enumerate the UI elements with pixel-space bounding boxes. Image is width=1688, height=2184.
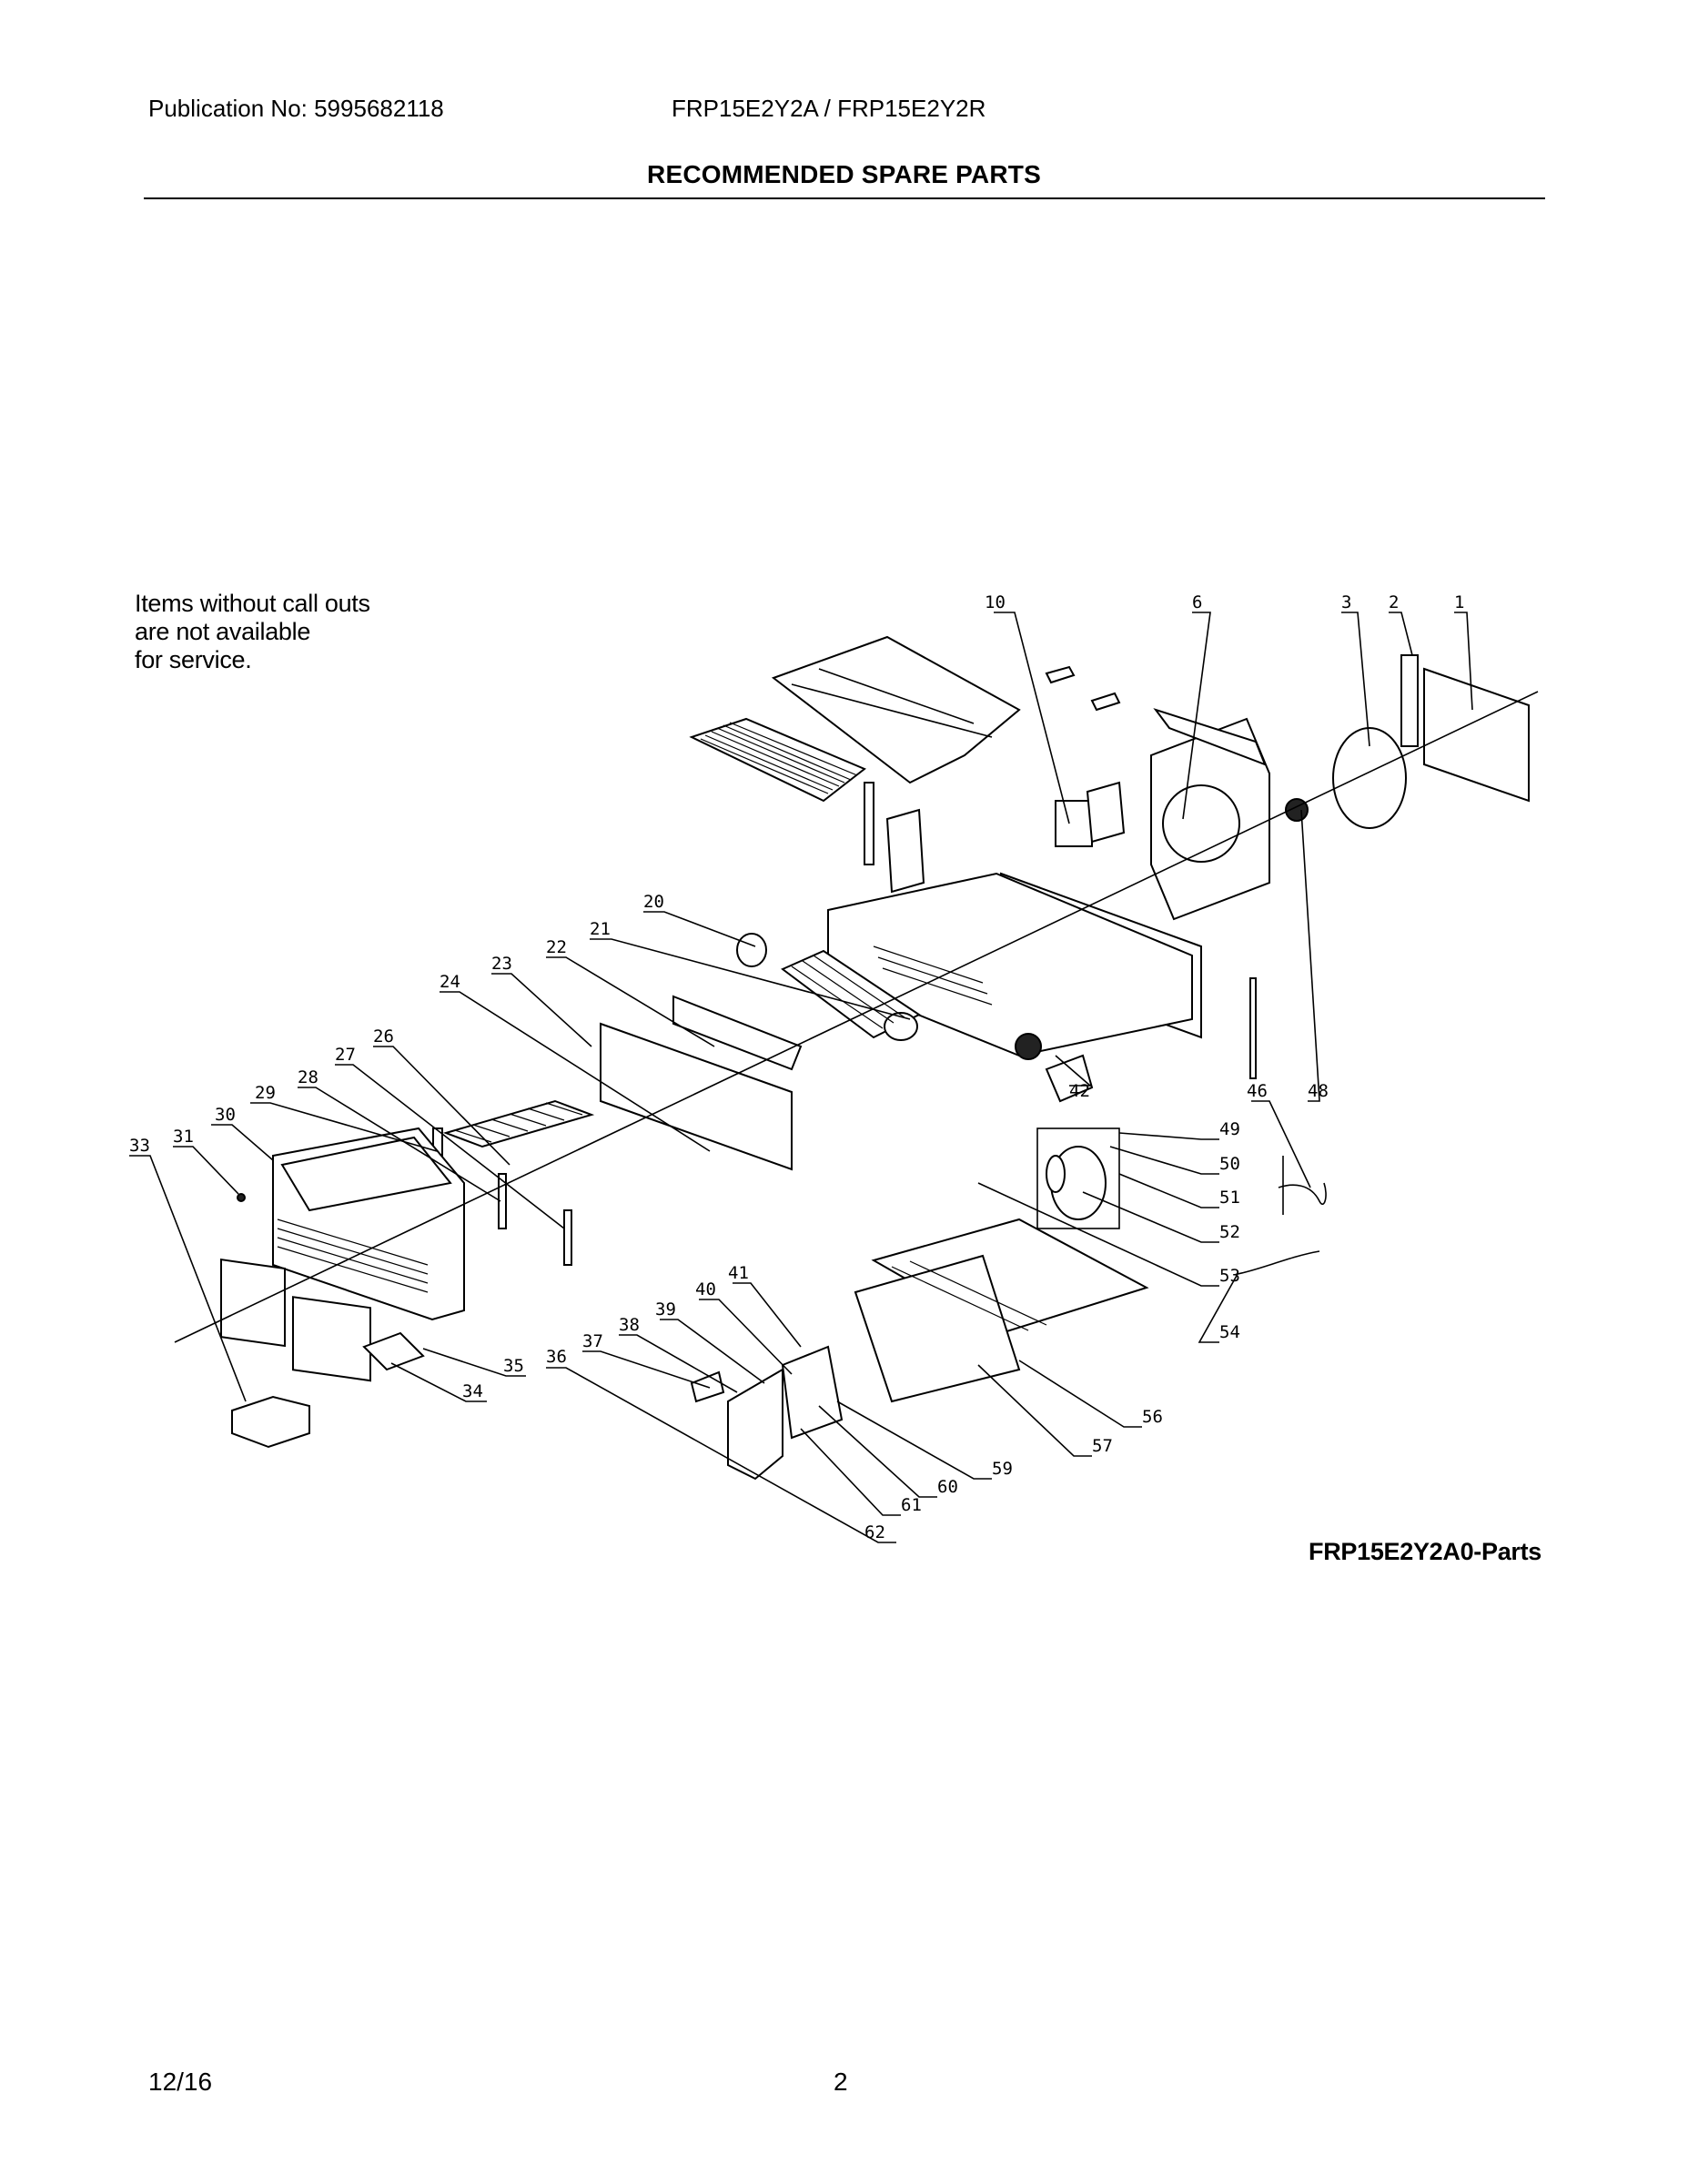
thermostat-tube-part bbox=[1278, 1182, 1327, 1206]
callout-3: 3 bbox=[1341, 592, 1351, 612]
part-drawings bbox=[220, 635, 1530, 1481]
callout-39: 39 bbox=[655, 1299, 676, 1320]
blower-hatch bbox=[791, 955, 905, 1029]
callout-37: 37 bbox=[582, 1331, 603, 1351]
evaporator-support-part bbox=[672, 995, 803, 1071]
control-door-part bbox=[362, 1331, 425, 1371]
base-pan-hatch bbox=[891, 1260, 1047, 1331]
control-box-front-part bbox=[781, 1345, 844, 1440]
small-panel-part bbox=[885, 808, 925, 894]
evaporator-frame-part bbox=[600, 1022, 793, 1171]
callout-54: 54 bbox=[1219, 1322, 1240, 1342]
publication-number: Publication No: 5995682118 bbox=[148, 95, 444, 122]
callout-38: 38 bbox=[619, 1315, 640, 1335]
callout-26: 26 bbox=[373, 1026, 394, 1046]
callout-35: 35 bbox=[503, 1356, 524, 1376]
callout-49: 49 bbox=[1219, 1119, 1240, 1139]
title-divider bbox=[144, 197, 1545, 199]
page-number: 2 bbox=[834, 2068, 848, 2096]
callout-29: 29 bbox=[255, 1083, 276, 1103]
callout-40: 40 bbox=[695, 1279, 716, 1299]
shroud-top-bracket-part bbox=[1153, 708, 1267, 766]
screw-part bbox=[237, 1193, 246, 1202]
callout-36: 36 bbox=[546, 1347, 567, 1367]
refrigerant-tube-part bbox=[1237, 1250, 1320, 1275]
callout-33: 33 bbox=[129, 1136, 150, 1156]
callout-34: 34 bbox=[462, 1381, 483, 1401]
top-cover-part bbox=[771, 635, 1021, 784]
callout-51: 51 bbox=[1219, 1188, 1240, 1208]
callout-42: 42 bbox=[1069, 1081, 1090, 1101]
callout-27: 27 bbox=[335, 1045, 356, 1065]
callout-62: 62 bbox=[864, 1522, 885, 1542]
partition-cover-part bbox=[1086, 781, 1126, 844]
coil-frame-part bbox=[1423, 667, 1530, 803]
control-box-part bbox=[727, 1368, 783, 1481]
callout-53: 53 bbox=[1219, 1266, 1240, 1286]
control-panel-part bbox=[231, 1395, 310, 1449]
scroll-ring-part bbox=[736, 933, 767, 967]
service-note-line-3: for service. bbox=[135, 646, 252, 673]
condenser-fan-part bbox=[1332, 727, 1407, 829]
callout-56: 56 bbox=[1142, 1407, 1163, 1427]
callout-60: 60 bbox=[937, 1477, 958, 1497]
blower-motor-part bbox=[1015, 1033, 1042, 1060]
callout-10: 10 bbox=[985, 592, 1006, 612]
louver-hatch bbox=[700, 722, 858, 794]
air-filter-part bbox=[442, 1099, 595, 1148]
service-note-line-1: Items without call outs bbox=[135, 590, 370, 617]
callout-23: 23 bbox=[491, 954, 512, 974]
shroud-ring-part bbox=[1162, 784, 1240, 863]
callout-1: 1 bbox=[1454, 592, 1464, 612]
partition-vent-part bbox=[1055, 800, 1093, 847]
leader-lines bbox=[129, 612, 1539, 1543]
callout-6: 6 bbox=[1192, 592, 1202, 612]
vertical-strip-part bbox=[864, 782, 874, 865]
footer-date: 12/16 bbox=[148, 2068, 213, 2096]
callout-61: 61 bbox=[901, 1495, 922, 1515]
callout-52: 52 bbox=[1219, 1222, 1240, 1242]
callout-50: 50 bbox=[1219, 1154, 1240, 1174]
motor-bracket-part bbox=[1045, 1054, 1094, 1103]
service-note: Items without call outs are not availabl… bbox=[135, 590, 370, 674]
right-filter-part bbox=[292, 1296, 371, 1382]
callout-24: 24 bbox=[440, 972, 460, 992]
service-note-line-2: are not available bbox=[135, 618, 311, 645]
callout-48: 48 bbox=[1308, 1081, 1329, 1101]
callout-2: 2 bbox=[1389, 592, 1399, 612]
accumulator-part bbox=[1046, 1155, 1066, 1193]
heater-rod-part bbox=[1249, 977, 1257, 1079]
callout-31: 31 bbox=[173, 1127, 194, 1147]
callout-41: 41 bbox=[728, 1263, 749, 1283]
callout-22: 22 bbox=[546, 937, 567, 957]
callout-20: 20 bbox=[643, 892, 664, 912]
page-title: RECOMMENDED SPARE PARTS bbox=[647, 160, 1041, 188]
front-cabinet-grille bbox=[277, 1218, 429, 1293]
callout-59: 59 bbox=[992, 1459, 1013, 1479]
small-bracket-part-2 bbox=[1090, 692, 1121, 712]
model-numbers: FRP15E2Y2A / FRP15E2Y2R bbox=[672, 95, 986, 122]
callout-28: 28 bbox=[298, 1067, 318, 1087]
side-strip-part-2 bbox=[498, 1173, 507, 1229]
bulkhead-vents bbox=[873, 945, 993, 1006]
callout-labels: 1 2 3 6 10 20 21 22 23 24 26 27 28 29 30… bbox=[129, 592, 1464, 1542]
side-strip-part-3 bbox=[563, 1209, 572, 1266]
callout-30: 30 bbox=[215, 1105, 236, 1125]
callout-46: 46 bbox=[1247, 1081, 1268, 1101]
figure-id: FRP15E2Y2A0-Parts bbox=[1309, 1538, 1542, 1565]
callout-57: 57 bbox=[1092, 1436, 1113, 1456]
front-cabinet-top-part bbox=[280, 1136, 452, 1212]
left-filter-part bbox=[220, 1259, 286, 1348]
condenser-coil-part bbox=[1400, 654, 1419, 747]
small-bracket-part bbox=[1045, 665, 1076, 684]
callout-21: 21 bbox=[590, 919, 611, 939]
